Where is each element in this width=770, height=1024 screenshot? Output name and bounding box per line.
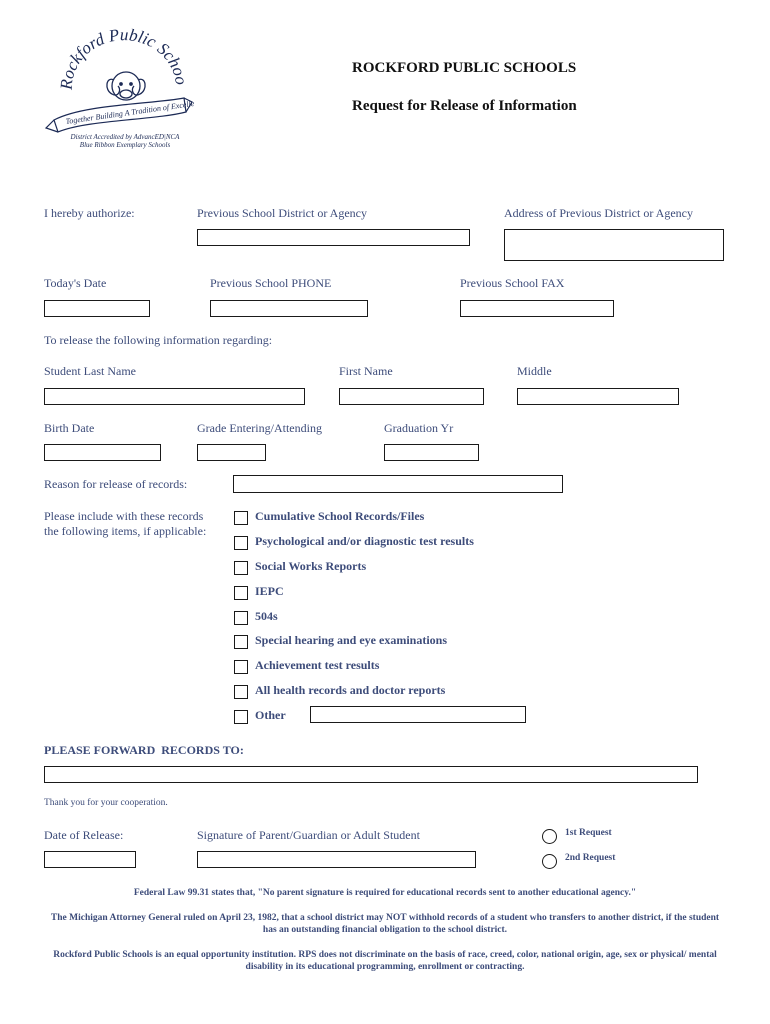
- checkbox-cumulative-records[interactable]: [234, 511, 248, 525]
- form-title: Request for Release of Information: [352, 98, 577, 114]
- second-request-radio[interactable]: [542, 854, 557, 869]
- first-name-label: First Name: [339, 364, 393, 378]
- student-last-name-label: Student Last Name: [44, 364, 136, 378]
- checkbox-other[interactable]: [234, 710, 248, 724]
- grad-year-field[interactable]: [384, 444, 479, 461]
- checkbox-iepc[interactable]: [234, 586, 248, 600]
- grad-year-label: Graduation Yr: [384, 421, 454, 435]
- release-date-label: Date of Release:: [44, 828, 124, 842]
- birth-date-label: Birth Date: [44, 421, 95, 435]
- first-request-radio[interactable]: [542, 829, 557, 844]
- federal-law-note: Federal Law 99.31 states that, "No paren…: [133, 888, 637, 898]
- accreditation-line-2: Blue Ribbon Exemplary Schools: [79, 141, 171, 149]
- district-title: ROCKFORD PUBLIC SCHOOLS: [352, 60, 577, 76]
- prev-phone-field[interactable]: [210, 300, 368, 317]
- first-name-field[interactable]: [339, 388, 484, 405]
- forward-label: PLEASE FORWARD RECORDS TO:: [44, 743, 244, 757]
- prev-phone-label: Previous School PHONE: [210, 276, 332, 290]
- student-last-name-field[interactable]: [44, 388, 305, 405]
- signature-label: Signature of Parent/Guardian or Adult St…: [197, 828, 420, 842]
- prev-address-label: Address of Previous District or Agency: [504, 206, 693, 220]
- grade-label: Grade Entering/Attending: [197, 421, 322, 435]
- signature-field[interactable]: [197, 851, 476, 868]
- include-label-2: the following items, if applicable:: [44, 524, 207, 538]
- checkbox-social-works[interactable]: [234, 561, 248, 575]
- accreditation-line-1: District Accredited by AdvancED|NCA: [70, 133, 180, 141]
- checkbox-achievement-tests[interactable]: [234, 660, 248, 674]
- checkbox-504s[interactable]: [234, 611, 248, 625]
- checkbox-label-social-works: Social Works Reports: [255, 559, 367, 573]
- checkbox-label-other: Other: [255, 708, 286, 722]
- checkbox-label-psychological-tests: Psychological and/or diagnostic test res…: [255, 534, 474, 548]
- grade-field[interactable]: [197, 444, 266, 461]
- checkbox-psychological-tests[interactable]: [234, 536, 248, 550]
- thanks-text: Thank you for your cooperation.: [44, 798, 168, 808]
- include-label-1: Please include with these records: [44, 509, 204, 523]
- reason-label: Reason for release of records:: [44, 477, 188, 491]
- checkbox-label-hearing-eye: Special hearing and eye examinations: [255, 633, 448, 647]
- prev-district-field[interactable]: [197, 229, 470, 246]
- prev-district-label: Previous School District or Agency: [197, 206, 367, 220]
- second-request-label: 2nd Request: [565, 853, 616, 863]
- first-request-label: 1st Request: [565, 828, 612, 838]
- prev-fax-field[interactable]: [460, 300, 614, 317]
- middle-name-label: Middle: [517, 364, 552, 378]
- checkbox-label-achievement-tests: Achievement test results: [255, 658, 380, 672]
- release-label: To release the following information reg…: [44, 333, 273, 347]
- checkbox-label-504s: 504s: [255, 609, 278, 623]
- checkbox-health-records[interactable]: [234, 685, 248, 699]
- checkbox-hearing-eye[interactable]: [234, 635, 248, 649]
- prev-fax-label: Previous School FAX: [460, 276, 565, 290]
- authorize-label: I hereby authorize:: [44, 206, 135, 220]
- logo-arc-text: Rockford Public Schools: [44, 28, 191, 91]
- other-field[interactable]: [310, 706, 526, 723]
- checkbox-label-health-records: All health records and doctor reports: [255, 683, 446, 697]
- birth-date-field[interactable]: [44, 444, 161, 461]
- checkbox-label-iepc: IEPC: [255, 584, 284, 598]
- todays-date-label: Today's Date: [44, 276, 107, 290]
- checkbox-label-cumulative-records: Cumulative School Records/Files: [255, 509, 425, 523]
- reason-field[interactable]: [233, 475, 563, 493]
- forward-address-field[interactable]: [44, 766, 698, 783]
- equal-opportunity-note: Rockford Public Schools is an equal oppo…: [53, 950, 717, 972]
- release-date-field[interactable]: [44, 851, 136, 868]
- todays-date-field[interactable]: [44, 300, 150, 317]
- prev-address-field[interactable]: [504, 229, 724, 261]
- attorney-general-note: The Michigan Attorney General ruled on A…: [50, 913, 720, 935]
- middle-name-field[interactable]: [517, 388, 679, 405]
